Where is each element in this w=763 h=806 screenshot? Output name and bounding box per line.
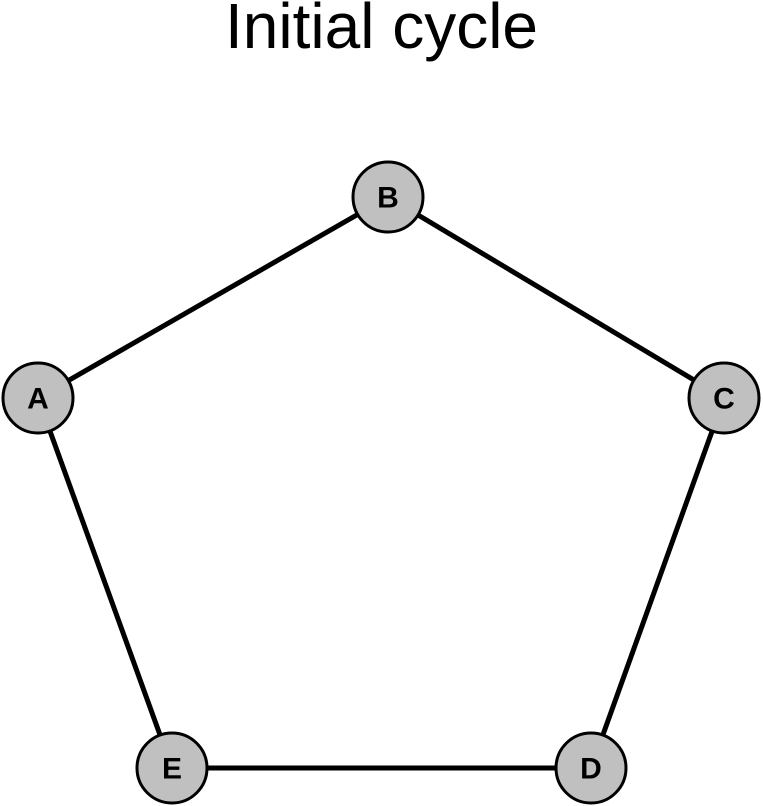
node-circle [1,361,75,435]
edge-e-a [35,395,175,771]
node-label: E [162,753,182,786]
node-label: C [713,383,735,416]
node-label: D [580,753,602,786]
node-circle [687,361,761,435]
node-a: A [1,361,75,435]
edge-c-d [588,395,727,771]
node-circle [135,731,209,805]
edges-layer [35,194,727,771]
node-label: B [377,182,399,215]
node-circle [351,160,425,234]
node-e: E [135,731,209,805]
node-circle [554,731,628,805]
node-b: B [351,160,425,234]
diagram-title: Initial cycle [225,0,538,62]
edge-a-b [35,194,391,401]
node-c: C [687,361,761,435]
node-d: D [554,731,628,805]
edge-b-c [385,194,727,401]
node-label: A [27,383,49,416]
nodes-layer: A B C D E [1,160,761,805]
